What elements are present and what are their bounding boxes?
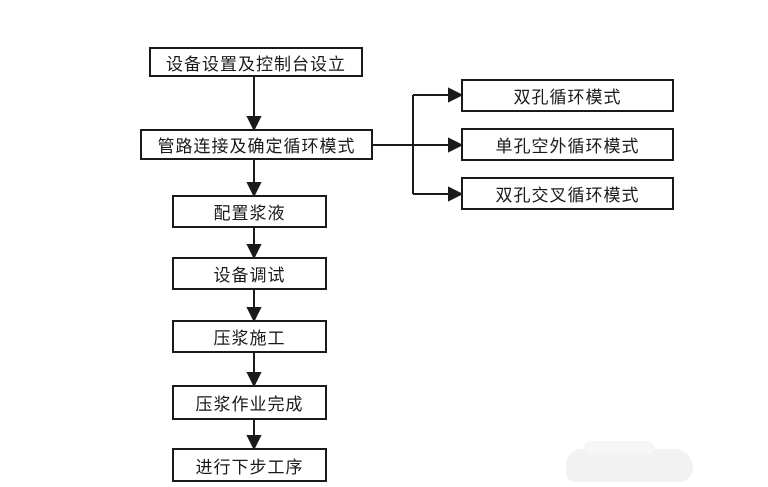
edge-pipeline-branch [373,87,464,202]
edge-grouting-done [246,353,262,388]
flow-node-pipeline: 管路连接及确定循环模式 [140,129,373,160]
edge-done-next [246,420,262,451]
edge-pipeline-slurry [246,160,262,198]
flow-node-setup: 设备设置及控制台设立 [149,47,363,77]
watermark-blob [566,441,693,482]
edge-setup-pipeline [246,77,262,132]
flow-node-grouting-work: 压浆施工 [172,320,327,353]
flow-node-mode-single-hole: 单孔空外循环模式 [461,128,674,161]
flow-node-prepare-slurry: 配置浆液 [172,195,327,228]
flow-node-grouting-done: 压浆作业完成 [172,385,327,420]
flow-node-next-process: 进行下步工序 [172,448,327,482]
flow-node-mode-double-hole: 双孔循环模式 [461,79,674,112]
flow-node-mode-cross-hole: 双孔交叉循环模式 [461,177,674,210]
edge-debug-grouting [246,290,262,323]
edge-slurry-debug [246,228,262,260]
flow-node-equipment-debug: 设备调试 [172,257,327,290]
